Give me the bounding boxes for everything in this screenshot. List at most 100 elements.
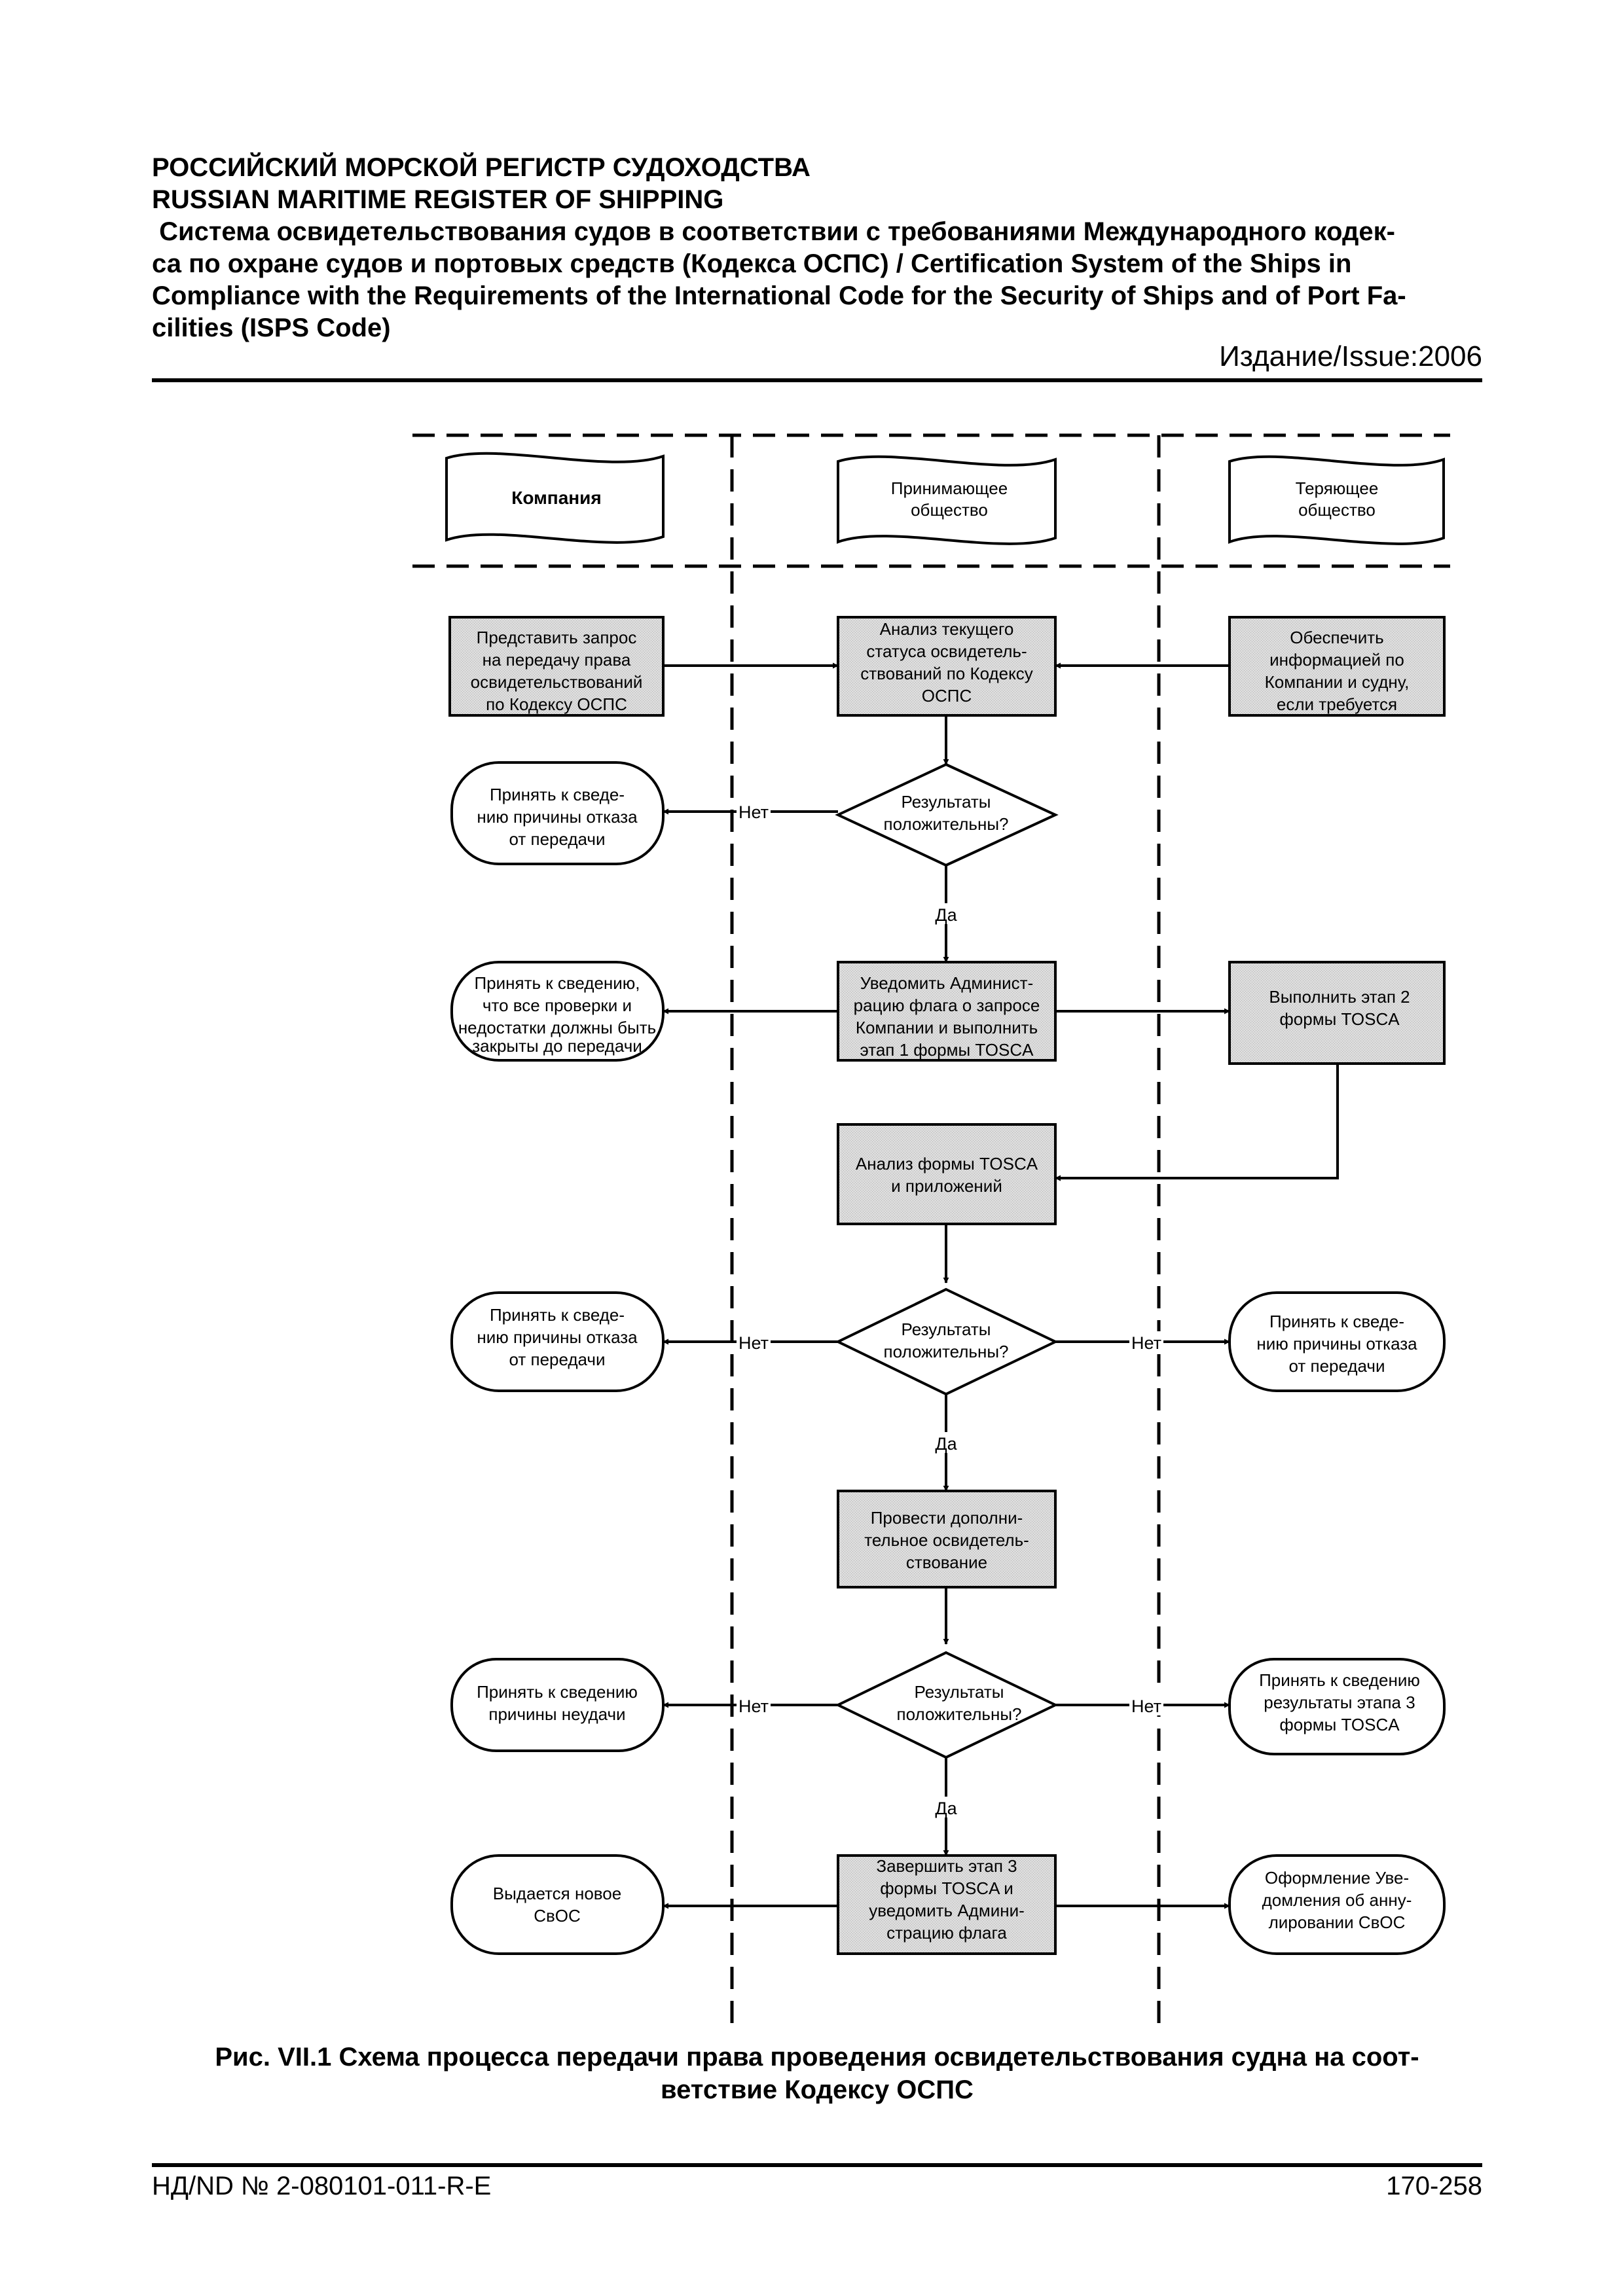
- text-notify-3: Компании и выполнить: [856, 1018, 1038, 1037]
- text-new-cert-2: СвОС: [534, 1906, 581, 1926]
- issue-label: Издание/Issue:2006: [1219, 340, 1482, 372]
- header-title-ru: РОССИЙСКИЙ МОРСКОЙ РЕГИСТР СУДОХОДСТВА: [152, 153, 811, 182]
- text-reject1-3: от передачи: [509, 829, 605, 849]
- lane-header-losing: [1228, 455, 1445, 545]
- text-provide-2: информацией по: [1269, 650, 1404, 670]
- box-complete-stage3: [837, 1854, 1057, 1955]
- lane-header-receiving: [837, 455, 1057, 545]
- text-note-checks-4: закрыты до передачи: [472, 1036, 642, 1056]
- text-provide-3: Компании и судну,: [1265, 672, 1410, 692]
- text-analysis-4: ОСПС: [922, 686, 972, 706]
- edge-label-yes-1: Да: [935, 905, 957, 925]
- text-fail-right-1: Принять к сведению: [1259, 1670, 1420, 1690]
- text-fail-right-2: результаты этапа 3: [1264, 1693, 1415, 1712]
- text-request-4: по Кодексу ОСПС: [486, 694, 627, 714]
- text-decision2-2: положительны?: [884, 1342, 1009, 1361]
- box-extra-survey: [837, 1490, 1057, 1588]
- text-request-2: на передачу права: [483, 650, 631, 670]
- swimlane-lines: [412, 433, 1450, 2026]
- text-fail-left-1: Принять к сведению: [477, 1682, 638, 1702]
- text-request-3: освидетельствований: [471, 672, 643, 692]
- lane-label-receiving-1: Принимающее: [891, 478, 1008, 498]
- text-note-checks-2: что все проверки и: [483, 996, 632, 1015]
- text-decision2-1: Результаты: [902, 1319, 991, 1339]
- box-status-analysis: [837, 616, 1057, 717]
- text-analysis-1: Анализ текущего: [880, 619, 1014, 639]
- text-analysis-2: статуса освидетель-: [866, 641, 1027, 661]
- box-request-transfer: [448, 616, 665, 717]
- text-extra-survey-1: Провести дополни-: [871, 1508, 1023, 1528]
- text-stage2-2: формы TOSCA: [1279, 1009, 1400, 1029]
- header-system-line-2: са по охране судов и портовых средств (К…: [152, 249, 1352, 278]
- header-system-line-1: Система освидетельствования судов в соот…: [152, 217, 1395, 246]
- edge-label-no-3-right: Нет: [1131, 1696, 1161, 1716]
- edge-label-no-1: Нет: [739, 802, 769, 822]
- header-rule: [152, 378, 1482, 382]
- terminator-fail-left: [450, 1658, 665, 1752]
- decision-results-2: [835, 1287, 1059, 1396]
- text-request-1: Представить запрос: [477, 628, 637, 647]
- footer-rule: [152, 2163, 1482, 2167]
- lane-header-company: [445, 452, 665, 544]
- terminator-reject-2-right: [1228, 1291, 1446, 1392]
- box-notify-flag-admin: [837, 961, 1057, 1062]
- terminator-note-checks: [450, 961, 665, 1062]
- text-notify-2: рацию флага о запросе: [854, 996, 1040, 1015]
- edge-label-yes-3: Да: [935, 1799, 957, 1818]
- text-note-checks-3: недостатки должны быть: [458, 1018, 656, 1037]
- text-new-cert-1: Выдается новое: [493, 1884, 621, 1903]
- text-tosca-analysis-1: Анализ формы TOSCA: [856, 1154, 1038, 1174]
- figure-caption: Рис. VII.1 Схема процесса передачи права…: [152, 2041, 1482, 2106]
- text-extra-survey-2: тельное освидетель-: [864, 1530, 1029, 1550]
- terminator-reject-1: [450, 761, 665, 865]
- terminator-reject-2-left: [450, 1291, 665, 1392]
- text-reject2-left-1: Принять к сведе-: [490, 1305, 625, 1325]
- text-decision3-1: Результаты: [915, 1682, 1004, 1702]
- box-tosca-analysis: [837, 1123, 1057, 1225]
- text-decision1-1: Результаты: [902, 792, 991, 812]
- edge-label-no-3-left: Нет: [739, 1696, 769, 1716]
- box-provide-info: [1228, 616, 1446, 717]
- text-decision3-2: положительны?: [897, 1704, 1022, 1724]
- text-extra-survey-3: ствование: [906, 1552, 987, 1572]
- footer-page-number: 170-258: [1386, 2172, 1482, 2200]
- text-complete-1: Завершить этап 3: [876, 1856, 1017, 1876]
- text-note-checks-1: Принять к сведению,: [474, 973, 640, 993]
- figure-caption-line-1: Рис. VII.1 Схема процесса передачи права…: [215, 2043, 1419, 2072]
- text-reject1-2: нию причины отказа: [477, 807, 638, 827]
- header-system-line-4: cilities (ISPS Code): [152, 314, 391, 342]
- text-provide-1: Обеспечить: [1290, 628, 1383, 647]
- text-cancel-notice-2: домления об анну-: [1262, 1890, 1412, 1910]
- text-reject2-right-3: от передачи: [1288, 1356, 1385, 1376]
- lane-label-losing-2: общество: [1298, 500, 1376, 520]
- text-fail-left-2: причины неудачи: [488, 1704, 625, 1724]
- decision-results-1: [835, 762, 1059, 867]
- document-header: РОССИЙСКИЙ МОРСКОЙ РЕГИСТР СУДОХОДСТВА R…: [152, 152, 1482, 344]
- text-complete-3: уведомить Админи-: [869, 1901, 1025, 1920]
- text-fail-right-3: формы TOSCA: [1279, 1715, 1400, 1734]
- lane-label-losing-1: Теряющее: [1296, 478, 1379, 498]
- text-reject2-right-2: нию причины отказа: [1256, 1334, 1417, 1354]
- text-tosca-analysis-2: и приложений: [891, 1176, 1002, 1196]
- text-cancel-notice-3: лировании СвОС: [1269, 1912, 1406, 1932]
- lane-label-receiving-2: общество: [911, 500, 988, 520]
- terminator-stage3-results: [1228, 1658, 1446, 1755]
- text-notify-1: Уведомить Админист-: [860, 973, 1034, 993]
- text-notify-4: этап 1 формы TOSCA: [860, 1040, 1034, 1060]
- text-complete-4: страцию флага: [886, 1923, 1007, 1943]
- text-reject1-1: Принять к сведе-: [490, 785, 625, 804]
- text-decision1-2: положительны?: [884, 814, 1009, 834]
- terminator-new-certificate: [450, 1854, 665, 1955]
- edge-label-no-2-left: Нет: [739, 1333, 769, 1353]
- header-title-en: RUSSIAN MARITIME REGISTER OF SHIPPING: [152, 185, 724, 214]
- text-stage2-1: Выполнить этап 2: [1269, 987, 1410, 1007]
- header-system-line-3: Compliance with the Requirements of the …: [152, 281, 1406, 310]
- terminator-cancel-notice: [1228, 1854, 1446, 1955]
- edge-label-yes-2: Да: [935, 1434, 957, 1454]
- text-cancel-notice-1: Оформление Уве-: [1265, 1868, 1409, 1888]
- text-reject2-left-2: нию причины отказа: [477, 1327, 638, 1347]
- text-provide-4: если требуется: [1277, 694, 1397, 714]
- footer-doc-number: НД/ND № 2-080101-011-R-E: [152, 2172, 492, 2200]
- figure-caption-line-2: ветствие Кодексу ОСПС: [661, 2075, 974, 2104]
